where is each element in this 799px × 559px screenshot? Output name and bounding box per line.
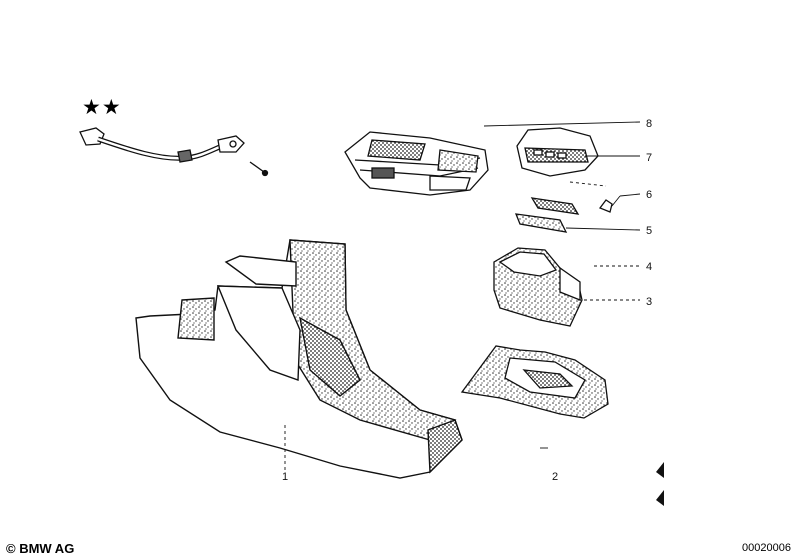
callout-2: 2 [552,471,558,483]
part-3-4-housing [493,247,583,327]
part-2-tray-plate [460,345,609,419]
corner-marks [656,462,664,506]
document-number: 00020006 [742,542,791,554]
callout-3: 3 [646,296,652,308]
part-5-strip [514,197,580,233]
copyright-text: © BMW AG [6,541,75,556]
part-7-shift-cover [516,127,599,177]
part-8-tray [344,131,489,196]
callout-4: 4 [646,261,652,273]
double-star-symbol: ★★ [82,95,122,119]
part-1-console [135,239,463,479]
part-6-clip [598,199,613,213]
leader-lines [284,121,641,472]
callout-7: 7 [646,152,652,164]
part-cable-bar [79,127,269,177]
callout-8: 8 [646,118,652,130]
callout-6: 6 [646,189,652,201]
callout-5: 5 [646,225,652,237]
callout-1: 1 [282,471,288,483]
